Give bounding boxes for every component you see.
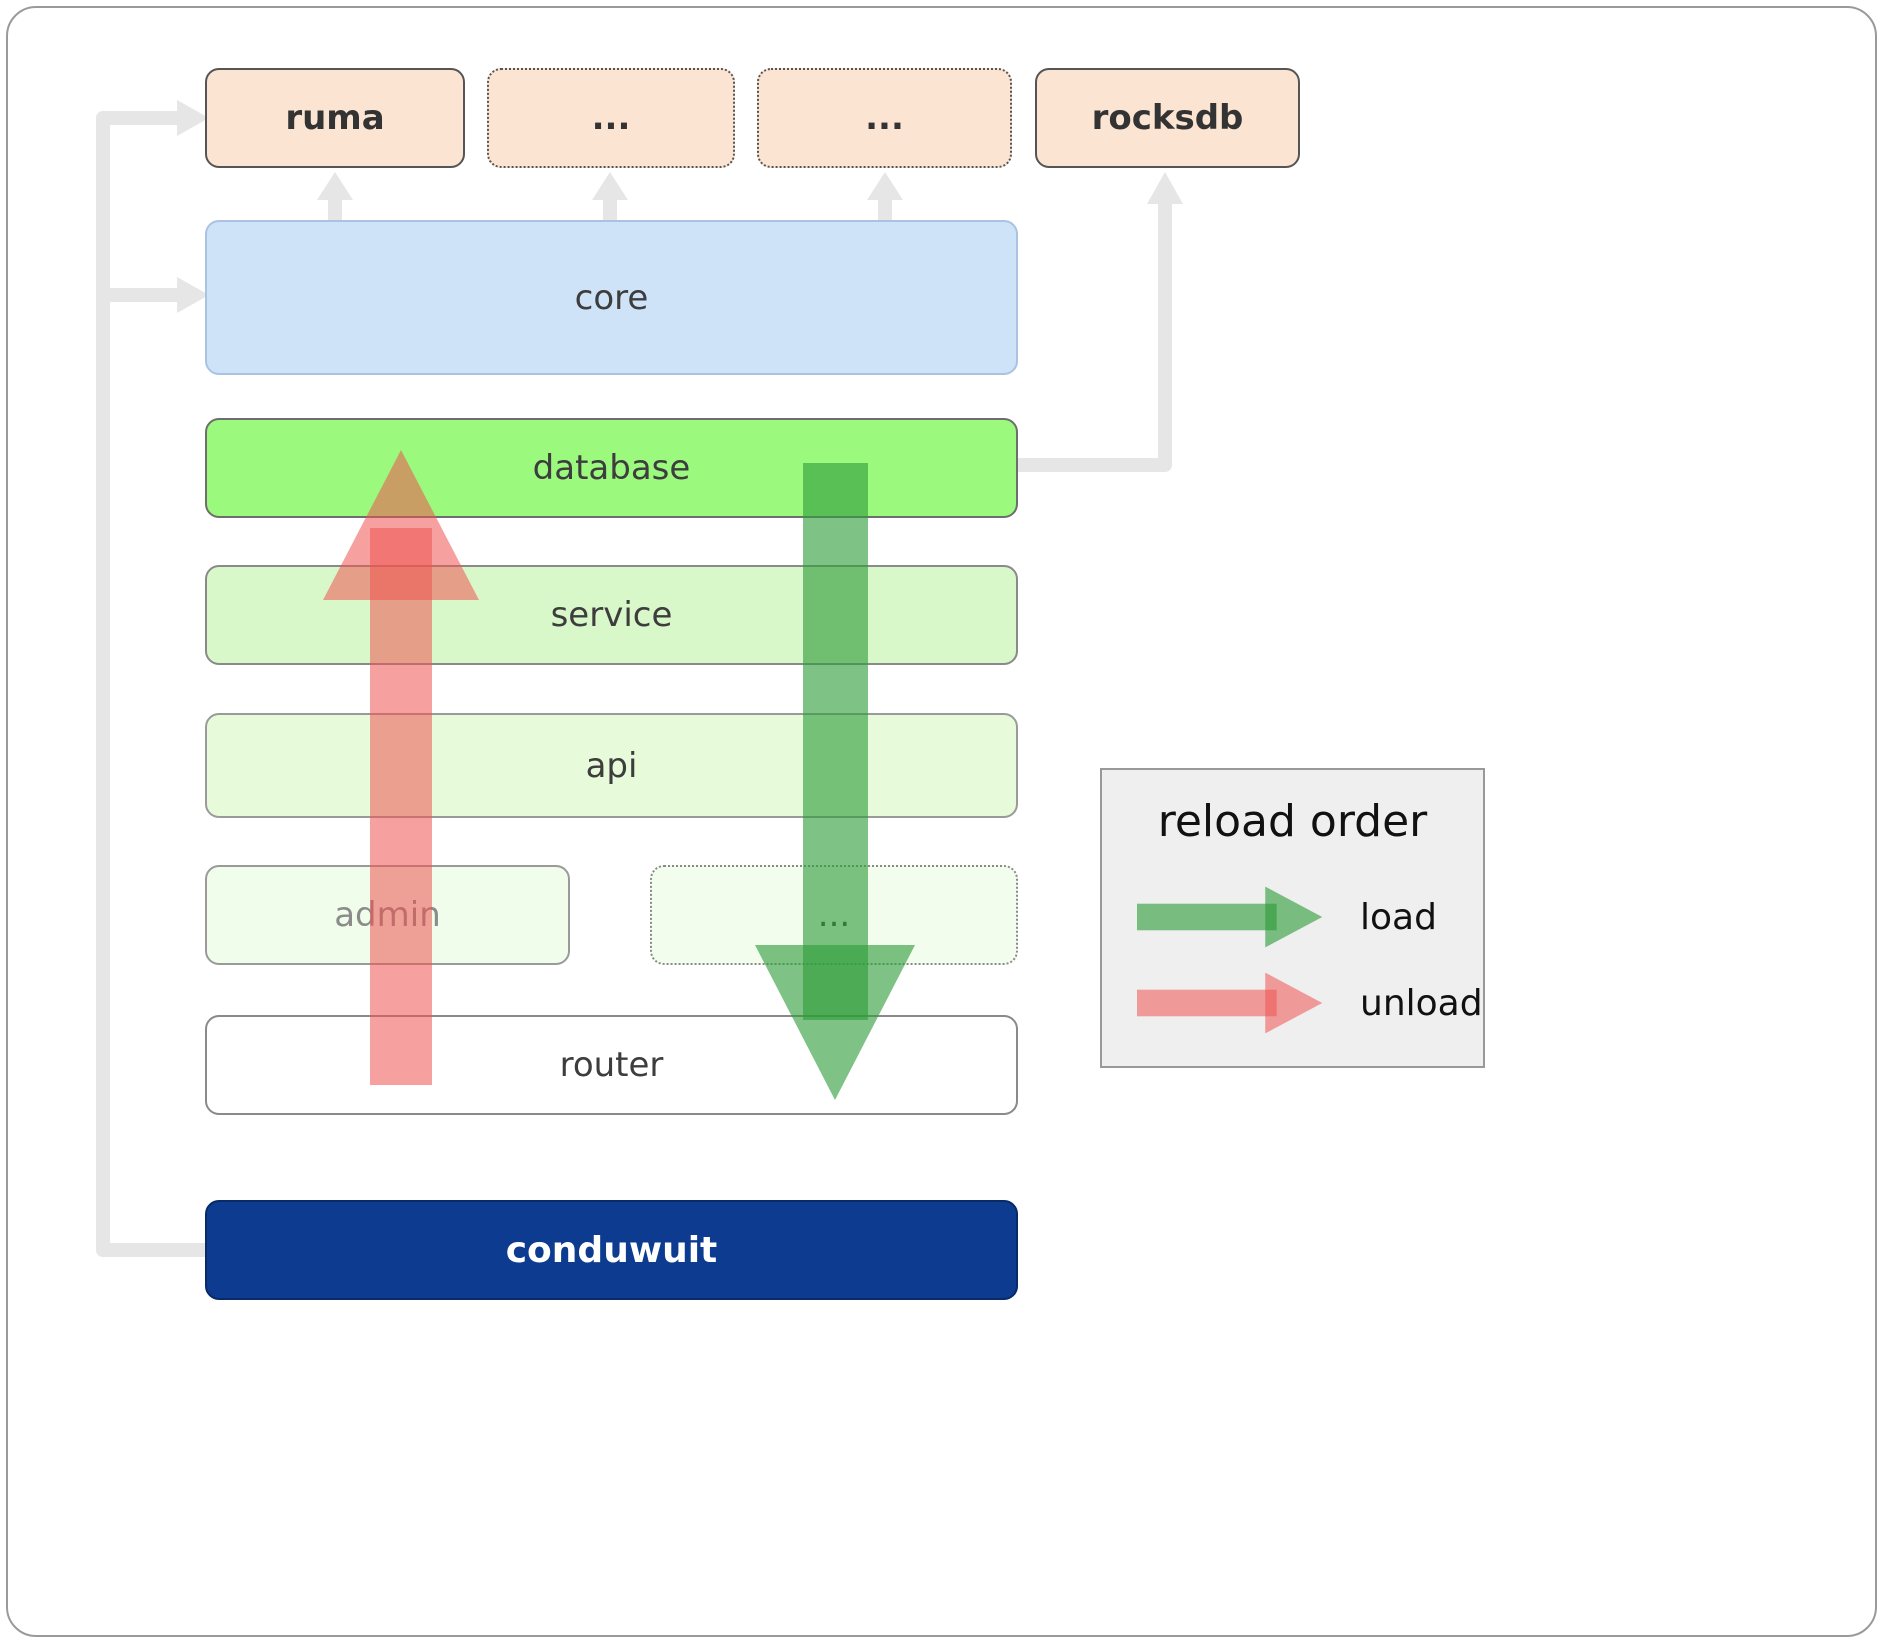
layer-module-ellipsis-label: ... <box>817 895 851 935</box>
layer-router: router <box>205 1015 1018 1115</box>
legend-unload-label: unload <box>1360 982 1483 1024</box>
layer-service-label: service <box>550 595 673 635</box>
layer-database: database <box>205 418 1018 518</box>
node-ruma-label: ruma <box>285 98 385 138</box>
node-dependency-ellipsis-1: ... <box>487 68 735 168</box>
app-conduwuit-label: conduwuit <box>505 1229 718 1271</box>
layer-admin-label: admin <box>334 895 441 935</box>
node-dependency-ellipsis-2-label: ... <box>865 98 904 138</box>
node-ruma: ruma <box>205 68 465 168</box>
layer-router-label: router <box>559 1045 664 1085</box>
layer-service: service <box>205 565 1018 665</box>
unload-arrow-icon <box>1137 972 1323 1034</box>
layer-core: core <box>205 220 1018 375</box>
node-rocksdb-label: rocksdb <box>1091 98 1244 138</box>
node-dependency-ellipsis-2: ... <box>757 68 1012 168</box>
legend: reload order load unload <box>1100 768 1485 1068</box>
app-conduwuit: conduwuit <box>205 1200 1018 1300</box>
load-arrow-icon <box>1137 886 1323 948</box>
layer-api-label: api <box>585 745 638 786</box>
legend-row-load: load <box>1102 879 1483 955</box>
node-dependency-ellipsis-1-label: ... <box>591 98 631 138</box>
legend-row-unload: unload <box>1102 965 1483 1041</box>
layer-core-label: core <box>574 277 649 318</box>
node-rocksdb: rocksdb <box>1035 68 1300 168</box>
layer-api: api <box>205 713 1018 818</box>
legend-load-label: load <box>1360 896 1437 938</box>
legend-title: reload order <box>1157 796 1428 847</box>
layer-admin: admin <box>205 865 570 965</box>
layer-module-ellipsis: ... <box>650 865 1018 965</box>
layer-database-label: database <box>532 448 691 488</box>
